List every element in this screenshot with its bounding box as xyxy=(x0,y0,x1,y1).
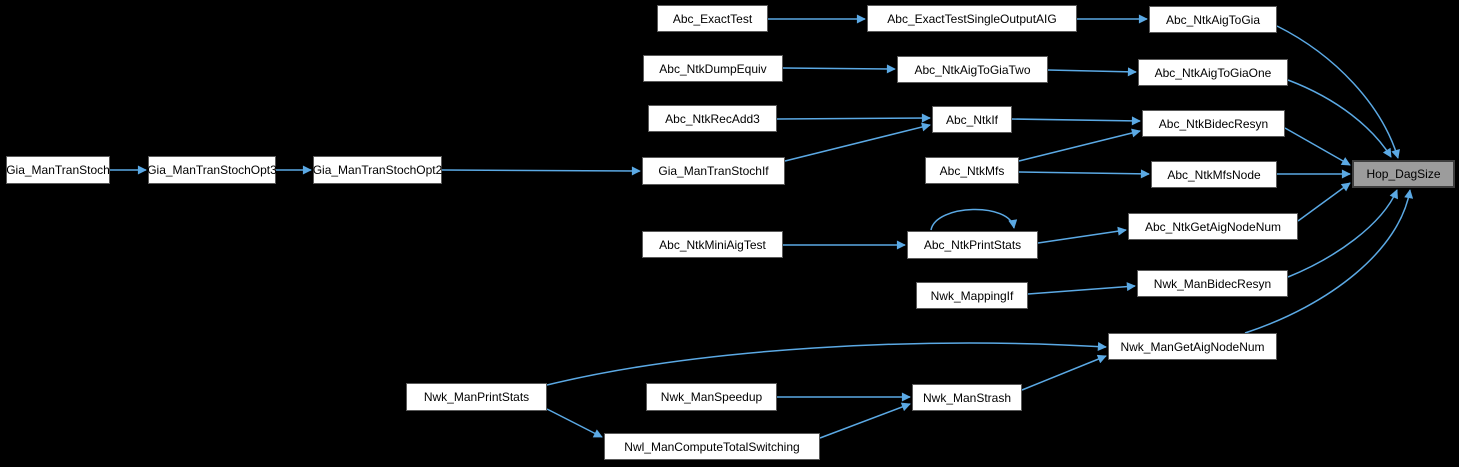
node-nwk-manspeedup[interactable]: Nwk_ManSpeedup xyxy=(646,383,777,411)
edge-abc-ntkprintstats-to-abc-ntkprintstats xyxy=(930,208,1018,231)
node-nwk-mappingif[interactable]: Nwk_MappingIf xyxy=(916,282,1028,309)
node-label: Gia_ManTranStochOpt2 xyxy=(312,163,443,177)
edge-abc-ntkprintstats-to-abc-ntkgetaignodenum xyxy=(1037,226,1127,244)
node-label: Nwk_MappingIf xyxy=(930,288,1014,303)
node-label: Abc_NtkAigToGiaOne xyxy=(1154,65,1272,80)
edge-abc-ntkaigtogiatwo-to-abc-ntkaigtogiaone xyxy=(1047,67,1137,77)
node-hop-dagsize: Hop_DagSize xyxy=(1352,160,1455,188)
edge-nwk-manbidecresyn-to-hop-dagsize xyxy=(1287,189,1398,278)
node-label: Abc_NtkIf xyxy=(945,112,999,127)
node-gia-mantranstoch[interactable]: Gia_ManTranStoch xyxy=(6,156,110,184)
node-label: Abc_NtkDumpEquiv xyxy=(659,61,767,76)
edge-abc-ntkaigtogia-to-hop-dagsize xyxy=(1276,25,1400,159)
node-label: Abc_NtkAigToGiaTwo xyxy=(914,62,1031,77)
edge-nwk-manprintstats-to-nwk-mangetaignodenum xyxy=(546,342,1107,386)
edge-nwl-mancomputetotalswitching-to-nwk-manstrash xyxy=(819,402,911,439)
node-label: Gia_ManTranStochIf xyxy=(658,164,769,178)
edge-abc-ntkdumpequiv-to-abc-ntkaigtogiatwo xyxy=(782,64,896,74)
edge-gia-mantranstochif-to-abc-ntkif xyxy=(784,122,931,162)
edge-abc-ntkbidecresyn-to-hop-dagsize xyxy=(1284,127,1351,166)
node-label: Gia_ManTranStoch xyxy=(6,163,110,177)
node-label: Nwk_ManBidecResyn xyxy=(1153,276,1272,291)
node-label: Gia_ManTranStochOpt3 xyxy=(147,163,277,177)
edge-abc-ntkaigtogiaone-to-hop-dagsize xyxy=(1287,79,1392,158)
edge-nwk-mappingif-to-nwk-manbidecresyn xyxy=(1027,282,1136,295)
node-abc-ntkaigtogiatwo[interactable]: Abc_NtkAigToGiaTwo xyxy=(897,56,1048,83)
node-abc-ntkminiaigtest[interactable]: Abc_NtkMiniAigTest xyxy=(642,231,783,258)
node-abc-ntkmfsnode[interactable]: Abc_NtkMfsNode xyxy=(1151,161,1277,188)
edge-abc-ntkmfs-to-abc-ntkmfsnode xyxy=(1018,169,1150,179)
node-gia-mantranstochopt3[interactable]: Gia_ManTranStochOpt3 xyxy=(147,156,277,184)
node-label: Abc_ExactTestSingleOutputAIG xyxy=(887,11,1057,26)
node-label: Nwk_ManPrintStats xyxy=(423,390,530,404)
node-label: Abc_NtkMiniAigTest xyxy=(659,237,766,252)
node-nwk-manbidecresyn[interactable]: Nwk_ManBidecResyn xyxy=(1137,270,1288,297)
node-abc-ntkprintstats[interactable]: Abc_NtkPrintStats xyxy=(907,231,1038,259)
edge-abc-ntkif-to-abc-ntkbidecresyn xyxy=(1011,116,1141,126)
node-gia-mantranstochopt2[interactable]: Gia_ManTranStochOpt2 xyxy=(313,156,442,184)
node-label: Nwk_ManStrash xyxy=(922,390,1012,405)
node-nwk-manprintstats[interactable]: Nwk_ManPrintStats xyxy=(406,383,547,411)
edge-abc-ntkmfs-to-abc-ntkbidecresyn xyxy=(1018,128,1141,162)
node-label: Abc_NtkBidecResyn xyxy=(1158,116,1269,131)
node-abc-exacttestsingleoutputaig[interactable]: Abc_ExactTestSingleOutputAIG xyxy=(867,5,1077,32)
edge-nwk-manprintstats-to-nwl-mancomputetotalswitching xyxy=(546,408,603,438)
node-abc-ntkaigtogiaone[interactable]: Abc_NtkAigToGiaOne xyxy=(1138,59,1288,86)
node-label: Abc_NtkRecAdd3 xyxy=(665,111,760,126)
node-label: Hop_DagSize xyxy=(1366,167,1441,181)
node-label: Nwk_ManGetAigNodeNum xyxy=(1120,339,1265,354)
node-abc-exacttest[interactable]: Abc_ExactTest xyxy=(657,5,768,32)
node-label: Nwk_ManSpeedup xyxy=(660,390,763,404)
node-gia-mantranstochif[interactable]: Gia_ManTranStochIf xyxy=(642,157,785,185)
node-abc-ntkif[interactable]: Abc_NtkIf xyxy=(932,106,1012,133)
node-nwk-manstrash[interactable]: Nwk_ManStrash xyxy=(912,384,1022,411)
node-label: Abc_ExactTest xyxy=(672,11,753,26)
node-abc-ntkrecadd3[interactable]: Abc_NtkRecAdd3 xyxy=(648,105,777,132)
edge-gia-mantranstochopt2-to-gia-mantranstochif xyxy=(441,166,641,176)
node-abc-ntkmfs[interactable]: Abc_NtkMfs xyxy=(925,157,1019,184)
node-nwk-mangetaignodenum[interactable]: Nwk_ManGetAigNodeNum xyxy=(1108,333,1277,360)
edge-abc-ntkgetaignodenum-to-hop-dagsize xyxy=(1297,182,1351,222)
node-label: Abc_NtkGetAigNodeNum xyxy=(1144,219,1282,234)
node-abc-ntkdumpequiv[interactable]: Abc_NtkDumpEquiv xyxy=(643,55,783,82)
edge-nwk-manstrash-to-nwk-mangetaignodenum xyxy=(1021,354,1107,391)
node-label: Abc_NtkMfs xyxy=(939,163,1005,178)
node-nwl-mancomputetotalswitching[interactable]: Nwl_ManComputeTotalSwitching xyxy=(604,433,820,460)
edge-abc-ntkrecadd3-to-abc-ntkif xyxy=(776,113,931,123)
node-abc-ntkgetaignodenum[interactable]: Abc_NtkGetAigNodeNum xyxy=(1128,213,1298,240)
node-abc-ntkaigtogia[interactable]: Abc_NtkAigToGia xyxy=(1149,6,1277,33)
edge-nwk-mangetaignodenum-to-hop-dagsize xyxy=(1244,189,1414,334)
node-label: Nwl_ManComputeTotalSwitching xyxy=(624,439,800,454)
node-label: Abc_NtkMfsNode xyxy=(1167,167,1261,182)
node-label: Abc_NtkPrintStats xyxy=(923,238,1022,252)
node-label: Abc_NtkAigToGia xyxy=(1165,12,1261,27)
node-abc-ntkbidecresyn[interactable]: Abc_NtkBidecResyn xyxy=(1142,110,1285,137)
